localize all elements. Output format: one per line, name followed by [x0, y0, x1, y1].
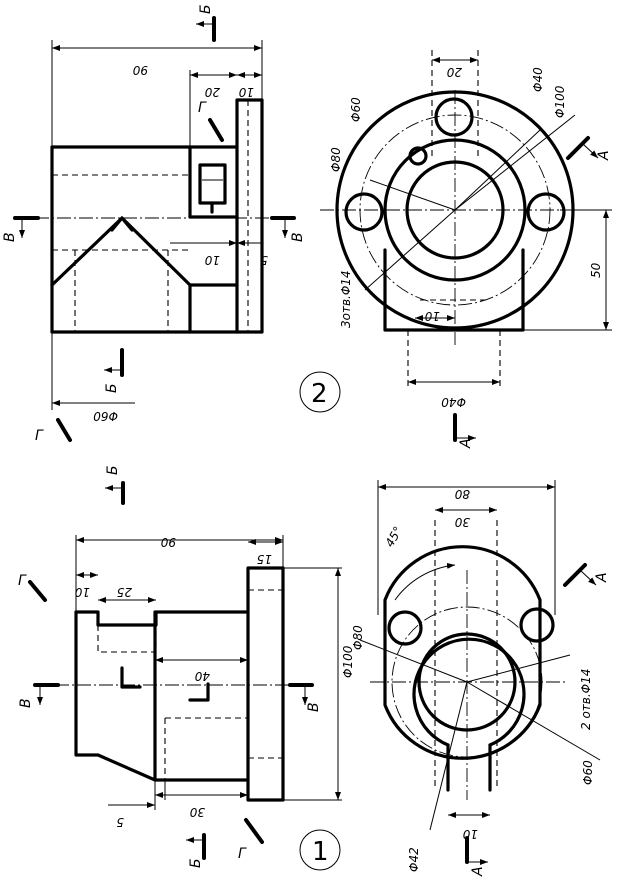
drawing-number-2: 2 — [311, 379, 328, 409]
dim-holes-2: 3отв.Φ14 — [339, 270, 353, 328]
label-V-left-1: В — [18, 698, 34, 708]
label-V-right-2: В — [290, 232, 306, 242]
label-B-top-2: Б — [198, 4, 214, 14]
label-A-bot-2: А — [458, 438, 474, 449]
dim-30: 30 — [189, 805, 205, 819]
dim-d80-2: Φ80 — [329, 147, 343, 172]
drawing-1-plan-view: 80 30 45° Φ80 Φ42 Φ60 2 отв.Φ14 10 А А — [351, 480, 610, 877]
drawing-2-side-view: 90 20 10 10 5 Φ60 Б В В Г Г Б 2 — [2, 4, 341, 444]
dim-30-plan: 30 — [454, 515, 470, 529]
dim-25: 25 — [117, 585, 132, 599]
dim-d42: Φ42 — [407, 847, 421, 872]
dim-5-2: 5 — [260, 253, 268, 267]
dim-20-2: 20 — [204, 85, 220, 99]
label-B-bot-2: Б — [104, 383, 120, 393]
label-B-bot-1: Б — [188, 858, 204, 868]
label-G-top-2: Г — [198, 100, 207, 116]
label-A-top-2: А — [596, 150, 612, 161]
dim-40: 40 — [194, 669, 210, 683]
dim-90-2: 90 — [132, 63, 148, 77]
dim-5: 5 — [116, 815, 124, 829]
dim-20-plan-2: 20 — [446, 65, 462, 79]
label-V-left-2: В — [2, 232, 18, 242]
label-G-bot-2: Г — [35, 428, 44, 444]
dim-d60-2: Φ60 — [93, 409, 118, 423]
label-V-right-1: В — [306, 702, 322, 712]
dim-10b-2: 10 — [204, 253, 220, 267]
dim-slot-10: 10 — [462, 827, 478, 841]
label-G-bot-1: Г — [238, 846, 247, 862]
dim-10-2: 10 — [238, 85, 254, 99]
dim-10: 10 — [74, 585, 90, 599]
label-A-bot-1: А — [470, 866, 486, 877]
dim-15: 15 — [257, 552, 272, 566]
drawing-number-1: 1 — [312, 837, 329, 867]
label-A-top-1: А — [594, 572, 610, 583]
dim-d60: Φ60 — [581, 760, 595, 785]
dim-d100: Φ100 — [341, 645, 355, 678]
dim-45deg: 45° — [382, 524, 405, 549]
dim-80: 80 — [454, 487, 470, 501]
drawing-1-side-view: 90 10 25 15 40 5 30 Φ100 Б В В Г Г Б 1 — [18, 465, 355, 871]
drawing-2-plan-view: 20 Φ40 Φ60 Φ100 Φ80 3отв.Φ14 10 Φ40 50 А… — [320, 50, 612, 449]
dim-slot-10-2: 10 — [424, 309, 440, 323]
dim-d40-2: Φ40 — [531, 67, 545, 92]
dim-50-2: 50 — [589, 262, 603, 278]
dim-holes-1: 2 отв.Φ14 — [579, 669, 593, 730]
label-B-top-1: Б — [105, 465, 121, 475]
label-G-top-1: Г — [18, 573, 27, 589]
dim-d40b-2: Φ40 — [441, 395, 466, 409]
dim-d80: Φ80 — [351, 625, 365, 650]
dim-90: 90 — [160, 535, 176, 549]
dim-d60-plan-2: Φ60 — [349, 97, 363, 122]
dim-d100-2: Φ100 — [553, 85, 567, 118]
